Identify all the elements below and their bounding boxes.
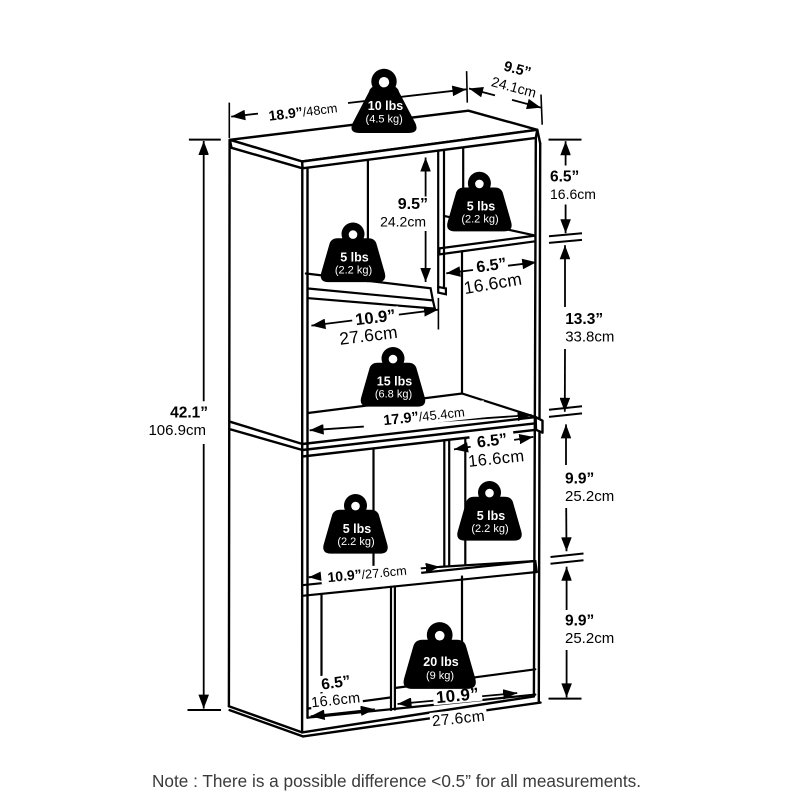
svg-text:27.6cm: 27.6cm [431, 708, 486, 730]
svg-text:Note : There is a possible dif: Note : There is a possible difference <0… [152, 771, 641, 791]
svg-text:9.9”: 9.9” [565, 613, 594, 630]
svg-text:33.8cm: 33.8cm [565, 328, 614, 345]
svg-text:(2.2 kg): (2.2 kg) [461, 214, 498, 226]
svg-text:(2.2 kg): (2.2 kg) [337, 536, 374, 548]
svg-text:5 lbs: 5 lbs [477, 509, 506, 523]
svg-text:24.2cm: 24.2cm [380, 214, 426, 230]
svg-text:10.9”/27.6cm: 10.9”/27.6cm [327, 562, 408, 586]
svg-text:16.6cm: 16.6cm [467, 447, 525, 471]
svg-text:(9 kg): (9 kg) [426, 670, 454, 682]
svg-text:10.9”: 10.9” [435, 684, 480, 707]
svg-text:15 lbs: 15 lbs [377, 375, 412, 389]
svg-text:6.5”: 6.5” [476, 431, 508, 452]
svg-text:5 lbs: 5 lbs [467, 200, 496, 214]
svg-text:(6.8 kg): (6.8 kg) [375, 389, 412, 401]
svg-text:6.5”: 6.5” [475, 255, 507, 276]
svg-text:9.5”: 9.5” [398, 196, 428, 213]
svg-text:10 lbs: 10 lbs [368, 99, 403, 113]
svg-text:9.9”: 9.9” [565, 471, 594, 488]
svg-text:17.9”/45.4cm: 17.9”/45.4cm [383, 404, 466, 429]
svg-text:42.1”: 42.1” [170, 405, 208, 422]
svg-text:25.2cm: 25.2cm [565, 488, 614, 505]
svg-text:13.3”: 13.3” [565, 311, 603, 328]
svg-text:20 lbs: 20 lbs [423, 655, 458, 669]
svg-text:106.9cm: 106.9cm [148, 422, 206, 439]
svg-text:(2.2 kg): (2.2 kg) [471, 523, 508, 535]
svg-text:16.6cm: 16.6cm [550, 186, 596, 202]
svg-text:10.9”: 10.9” [354, 307, 396, 330]
svg-text:16.6cm: 16.6cm [311, 690, 362, 711]
svg-text:6.5”: 6.5” [550, 168, 579, 185]
svg-text:5 lbs: 5 lbs [343, 522, 372, 536]
svg-text:9.5”: 9.5” [502, 59, 533, 82]
svg-text:5 lbs: 5 lbs [340, 251, 369, 265]
svg-text:(4.5 kg): (4.5 kg) [366, 114, 403, 126]
svg-text:25.2cm: 25.2cm [565, 630, 614, 647]
svg-text:18.9”/48cm: 18.9”/48cm [268, 99, 339, 124]
svg-text:6.5”: 6.5” [320, 673, 351, 694]
svg-text:(2.2 kg): (2.2 kg) [335, 265, 372, 277]
